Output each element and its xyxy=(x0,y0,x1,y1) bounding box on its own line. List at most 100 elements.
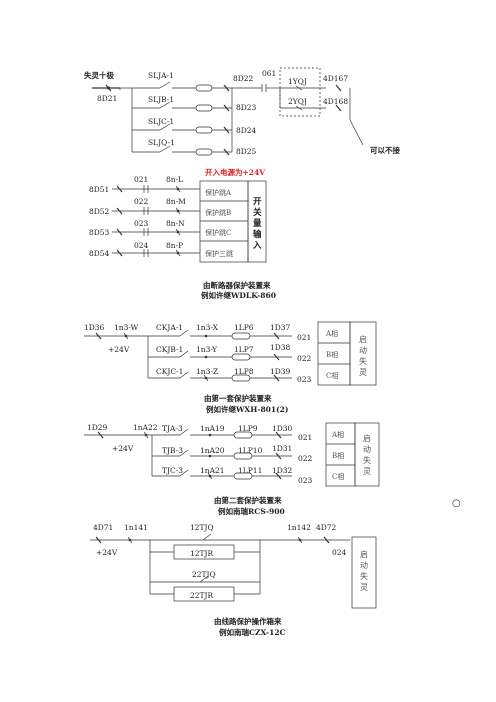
pin-label: 1nA20 xyxy=(200,446,225,455)
terminal-label: 8D23 xyxy=(236,103,257,112)
terminal-label: 1D37 xyxy=(270,323,291,332)
code-label: 021 xyxy=(134,175,148,184)
contact-row: SLJA-1 8D22 xyxy=(132,71,254,92)
supply-label: +24V xyxy=(112,444,134,453)
code-label: 024 xyxy=(332,548,347,557)
box-row: 保护跳C xyxy=(205,228,231,237)
power-note: 开入电源为+24V xyxy=(205,167,265,177)
side-char: 动 xyxy=(360,560,368,570)
side-char: 启 xyxy=(359,334,367,344)
input-row: 8D54 024 8n-P xyxy=(89,241,200,258)
output-label: 4D167 xyxy=(323,74,348,83)
code-label: 022 xyxy=(297,354,312,363)
caption-line: 由第二套保护装置来 xyxy=(214,495,282,505)
terminal-left: 1D29 xyxy=(87,423,108,432)
pin-left: 1n141 xyxy=(124,523,148,532)
side-char: 失 xyxy=(363,455,371,465)
terminal-label: 1D31 xyxy=(272,444,292,453)
caption-line: 由第一套保护装置来 xyxy=(204,393,272,403)
side-char: 灵 xyxy=(363,467,371,476)
box-row: 保护跳B xyxy=(205,208,231,217)
note-not-connected: 可以不接 xyxy=(370,145,400,155)
contact-label: 12TJQ xyxy=(190,523,214,532)
input-row: 8D52 022 8n-M xyxy=(89,197,200,216)
terminal-8d21: 8D21 xyxy=(97,94,117,103)
box-side-char: 量 xyxy=(253,218,262,229)
contact-row: SLJC-1 8D24 xyxy=(132,117,257,135)
box-row: 保护跳A xyxy=(205,188,232,197)
pin-label: 1n3-Z xyxy=(196,367,218,376)
phase-label: C相 xyxy=(332,472,344,481)
pin-label: 1nA21 xyxy=(200,466,225,475)
caption-line: 例如许继WXH-801(2) xyxy=(206,404,288,414)
contact-label: CKJA-1 xyxy=(156,323,183,332)
diagram-operation-box: 4D71 1n141 +24V 12TJQ 1n142 4D72 024 12T… xyxy=(90,523,377,637)
relay-label: 2YQJ xyxy=(288,97,307,106)
side-char: 灵 xyxy=(360,583,368,592)
terminal-label: 8D25 xyxy=(236,147,257,156)
pin-label: 8n-L xyxy=(166,175,183,184)
side-char: 灵 xyxy=(359,368,367,377)
box-label: 12TJR xyxy=(190,549,214,558)
terminal-label: 8D51 xyxy=(89,185,109,194)
terminal-label: 1D30 xyxy=(272,424,293,433)
trip-row: CKJA-1 1n3-X 1LP6 1D37 xyxy=(148,323,292,340)
pin-label: 8n-P xyxy=(166,241,183,250)
contact-row: SLJB-1 8D23 xyxy=(132,95,257,112)
lamp-title: 失灵十极 xyxy=(84,70,114,80)
phase-label: C相 xyxy=(326,371,338,380)
caption-line: 例如南瑞CZX-12C xyxy=(219,627,286,637)
code-061: 061 xyxy=(262,69,276,78)
code-label: 021 xyxy=(297,333,311,342)
link-label: 1LP10 xyxy=(238,446,263,455)
contact-label: TJA-3 xyxy=(162,424,183,433)
contact-label: CKJB-1 xyxy=(156,345,183,354)
input-box-side xyxy=(247,180,267,263)
terminal-left: 1D36 xyxy=(84,323,105,332)
side-char: 启 xyxy=(363,433,371,443)
contact-label: SLJC-1 xyxy=(148,117,174,126)
caption-line: 由断路器保护装置来 xyxy=(203,280,271,290)
side-char: 动 xyxy=(363,444,371,454)
box-side-char: 关 xyxy=(253,207,262,218)
box-side-char: 开 xyxy=(253,197,262,207)
trip-row: CKJC-1 1n3-Z 1LP8 1D39 xyxy=(148,367,292,382)
link-label: 1LP7 xyxy=(234,345,254,354)
diagram-breaker-protection: 开入电源为+24V 保护跳A 保护跳B 保护跳C 保护三跳 开 关 量 输 入 … xyxy=(89,167,276,300)
side-char: 失 xyxy=(359,356,367,366)
phase-label: B相 xyxy=(326,350,338,359)
terminal-label: 8D53 xyxy=(89,228,110,237)
code-label: 021 xyxy=(298,433,312,442)
contact-label: TJB-3 xyxy=(162,446,183,455)
output-label: 4D168 xyxy=(323,97,348,106)
box-side-char: 入 xyxy=(252,241,262,251)
caption-line: 例如许继WDLK-860 xyxy=(201,290,276,300)
contact-label: TJC-3 xyxy=(162,466,183,475)
terminal-label: 8D22 xyxy=(233,74,254,83)
diagram-breaker-failure-lamp: 失灵十极 8D21 SLJA-1 8D22 SLJB-1 8D23 SLJC-1 xyxy=(84,67,400,156)
terminal-label: 8D24 xyxy=(236,126,257,135)
diagram-first-protection: 1D36 1n3-W +24V CKJA-1 1n3-X 1LP6 1D37 C… xyxy=(84,321,377,414)
link-label: 1LP9 xyxy=(238,424,258,433)
box-row: 保护三跳 xyxy=(205,249,233,258)
phase-label: A相 xyxy=(325,329,338,338)
trip-row: TJB-3 1nA20 1LP10 1D31 xyxy=(152,444,292,460)
pin-label: 8n-N xyxy=(166,219,185,228)
side-char: 动 xyxy=(359,345,367,355)
trip-row: CKJB-1 1n3-Y 1LP7 1D38 xyxy=(148,343,292,361)
code-label: 022 xyxy=(298,454,313,463)
contact-row: SLJQ-1 8D25 xyxy=(132,138,257,156)
terminal-label: 1D38 xyxy=(270,343,291,352)
pin-label: 8n-M xyxy=(166,197,186,206)
contact-label: CKJC-1 xyxy=(156,367,183,376)
terminal-label: 1D32 xyxy=(272,466,293,475)
circle-marker: ○ xyxy=(452,498,461,509)
code-label: 022 xyxy=(134,197,149,206)
pin-label: 1n3-Y xyxy=(196,345,218,354)
link-fuse xyxy=(195,84,213,92)
trip-row: TJA-3 1nA19 1LP9 1D30 xyxy=(152,424,293,439)
supply-label: +24V xyxy=(108,345,130,354)
code-label: 023 xyxy=(297,375,312,384)
contact-label: SLJB-1 xyxy=(148,95,174,104)
